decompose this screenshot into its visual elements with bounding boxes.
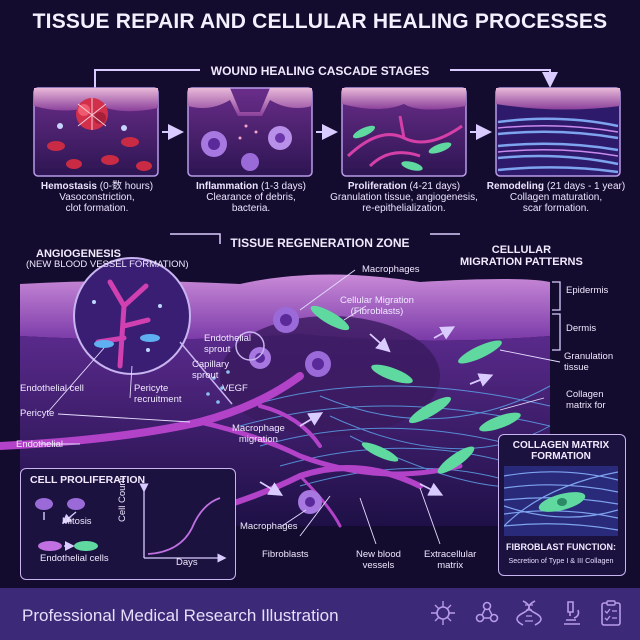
inflammation-image bbox=[187, 87, 313, 177]
label-macrophages-top: Macrophages bbox=[362, 264, 420, 275]
collagen-graphic bbox=[504, 466, 618, 536]
hemostasis-image bbox=[33, 87, 159, 177]
label-collagen-matrix: Collagen matrix for bbox=[566, 389, 606, 411]
cascade-arrows bbox=[94, 69, 558, 88]
dna-icon bbox=[516, 600, 542, 626]
virus-icon bbox=[431, 601, 455, 625]
y-axis-label: Cell Count bbox=[117, 477, 128, 522]
label-ecm: Extracellular matrix bbox=[424, 549, 477, 571]
label-macrophage-migration: Macrophage migration bbox=[232, 423, 285, 445]
angiogenesis-subtitle: (NEW BLOOD VESSEL FORMATION) bbox=[26, 259, 189, 270]
remodeling-image bbox=[495, 87, 621, 177]
angiogenesis-title: ANGIOGENESIS bbox=[36, 248, 121, 260]
stage-remodeling: Remodeling (21 days - 1 year) Collagen m… bbox=[486, 181, 626, 214]
fibroblast-function-title: FIBROBLAST FUNCTION: bbox=[506, 542, 616, 552]
label-granulation: Granulation tissue bbox=[564, 351, 614, 373]
molecule-icon bbox=[475, 601, 499, 623]
label-new-vessels: New blood vessels bbox=[356, 549, 401, 571]
label-cellular-migration: Cellular Migration (Fibroblasts) bbox=[340, 295, 414, 317]
cascade-heading: WOUND HEALING CASCADE STAGES bbox=[210, 64, 430, 78]
fibroblast-function-desc: Secretion of Type I & III Collagen bbox=[508, 556, 614, 565]
microscope-icon bbox=[564, 601, 580, 625]
stage-inflammation: Inflammation (1-3 days) Clearance of deb… bbox=[195, 181, 307, 214]
label-endothelial-cell: Endothelial cell bbox=[20, 383, 84, 394]
footer-text: Professional Medical Research Illustrati… bbox=[22, 606, 339, 625]
stage-proliferation: Proliferation (4-21 days) Granulation ti… bbox=[330, 181, 478, 214]
footer-bar bbox=[0, 588, 640, 640]
page-title: TISSUE REPAIR AND CELLULAR HEALING PROCE… bbox=[32, 10, 608, 33]
label-endothelial: Endothelial bbox=[16, 439, 64, 450]
stage-images bbox=[33, 87, 621, 177]
label-pericyte: Pericyte bbox=[20, 408, 55, 419]
label-pericyte-recruitment: Pericyte recruitment bbox=[134, 383, 182, 405]
label-endothelial-sprout: Endothelial sprout bbox=[204, 333, 252, 355]
clipboard-icon bbox=[601, 600, 621, 626]
label-fibroblasts: Fibroblasts bbox=[262, 549, 309, 560]
x-axis-label: Days bbox=[176, 557, 198, 568]
label-dermis: Dermis bbox=[566, 323, 597, 334]
regen-heading: TISSUE REGENERATION ZONE bbox=[230, 236, 410, 250]
collagen-panel-title: COLLAGEN MATRIX FORMATION bbox=[512, 440, 610, 462]
mitosis-label: Mitosis bbox=[62, 516, 92, 527]
proliferation-image bbox=[341, 87, 467, 177]
stage-hemostasis: Hemostasis (0-数 hours) Vasoconstriction,… bbox=[40, 181, 154, 214]
label-capillary-sprout: Capillary sprout bbox=[192, 359, 229, 381]
label-epidermis: Epidermis bbox=[566, 285, 609, 296]
proliferation-graphic bbox=[35, 483, 227, 563]
proliferation-title: CELL PROLIFERATION bbox=[30, 474, 146, 486]
migration-title: CELLULAR MIGRATION PATTERNS bbox=[460, 244, 583, 268]
endothelial-cells-label: Endothelial cells bbox=[40, 553, 109, 564]
label-vegf: VEGF bbox=[222, 383, 248, 394]
label-macrophages-bottom: Macrophages bbox=[240, 521, 298, 532]
